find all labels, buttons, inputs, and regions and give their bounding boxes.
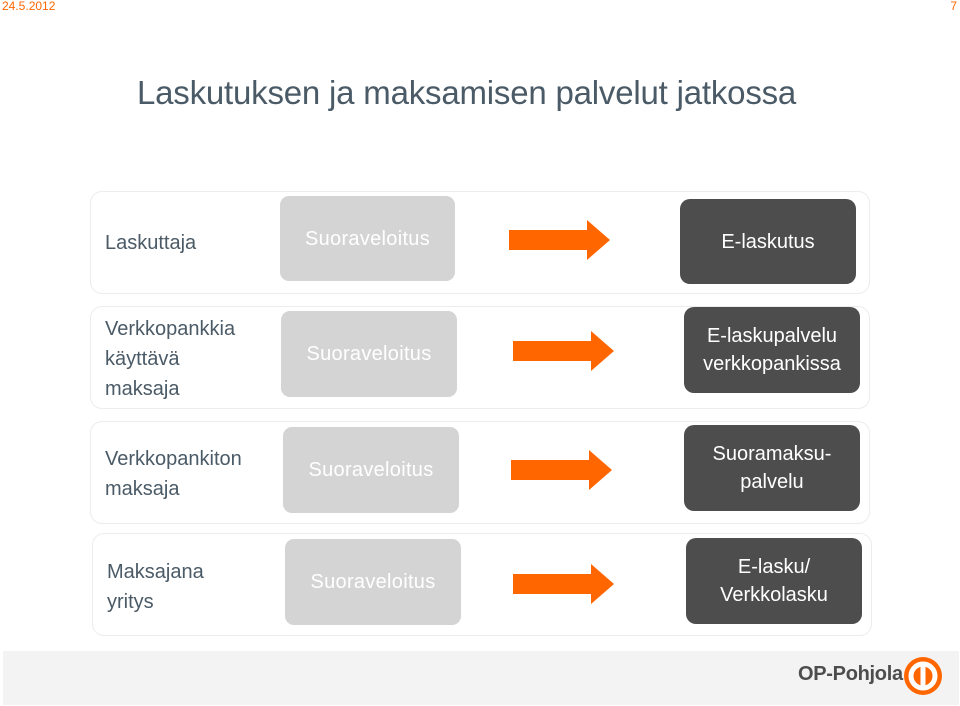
arrow-right-icon xyxy=(513,564,614,604)
arrow-right-icon xyxy=(513,331,614,371)
current-service-box: Suoraveloitus xyxy=(285,539,461,625)
op-logo-icon xyxy=(904,657,942,695)
current-service-box: Suoraveloitus xyxy=(280,196,455,281)
future-service-box: E-laskupalvelu verkkopankissa xyxy=(684,307,860,393)
current-service-box: Suoraveloitus xyxy=(283,427,459,513)
current-service-box: Suoraveloitus xyxy=(281,311,457,397)
row-label: Laskuttaja xyxy=(105,232,197,254)
arrow-right-icon xyxy=(511,450,612,490)
slide-date: 24.5.2012 xyxy=(2,0,56,13)
future-service-box: E-laskutus xyxy=(680,199,856,284)
arrow-right-icon xyxy=(509,220,610,260)
row-label: Verkkopankkia käyttävä maksaja xyxy=(105,318,236,400)
future-service-box: E-lasku/ Verkkolasku xyxy=(686,538,862,624)
brand-name: OP-Pohjola xyxy=(798,663,903,685)
page-number: 7 xyxy=(950,0,957,13)
row-label: Maksajana yritys xyxy=(107,561,204,613)
footer-bar xyxy=(3,651,959,705)
future-service-box: Suoramaksu- palvelu xyxy=(684,425,860,511)
row-label: Verkkopankiton maksaja xyxy=(105,448,242,500)
slide-title: Laskutuksen ja maksamisen palvelut jatko… xyxy=(137,74,797,111)
